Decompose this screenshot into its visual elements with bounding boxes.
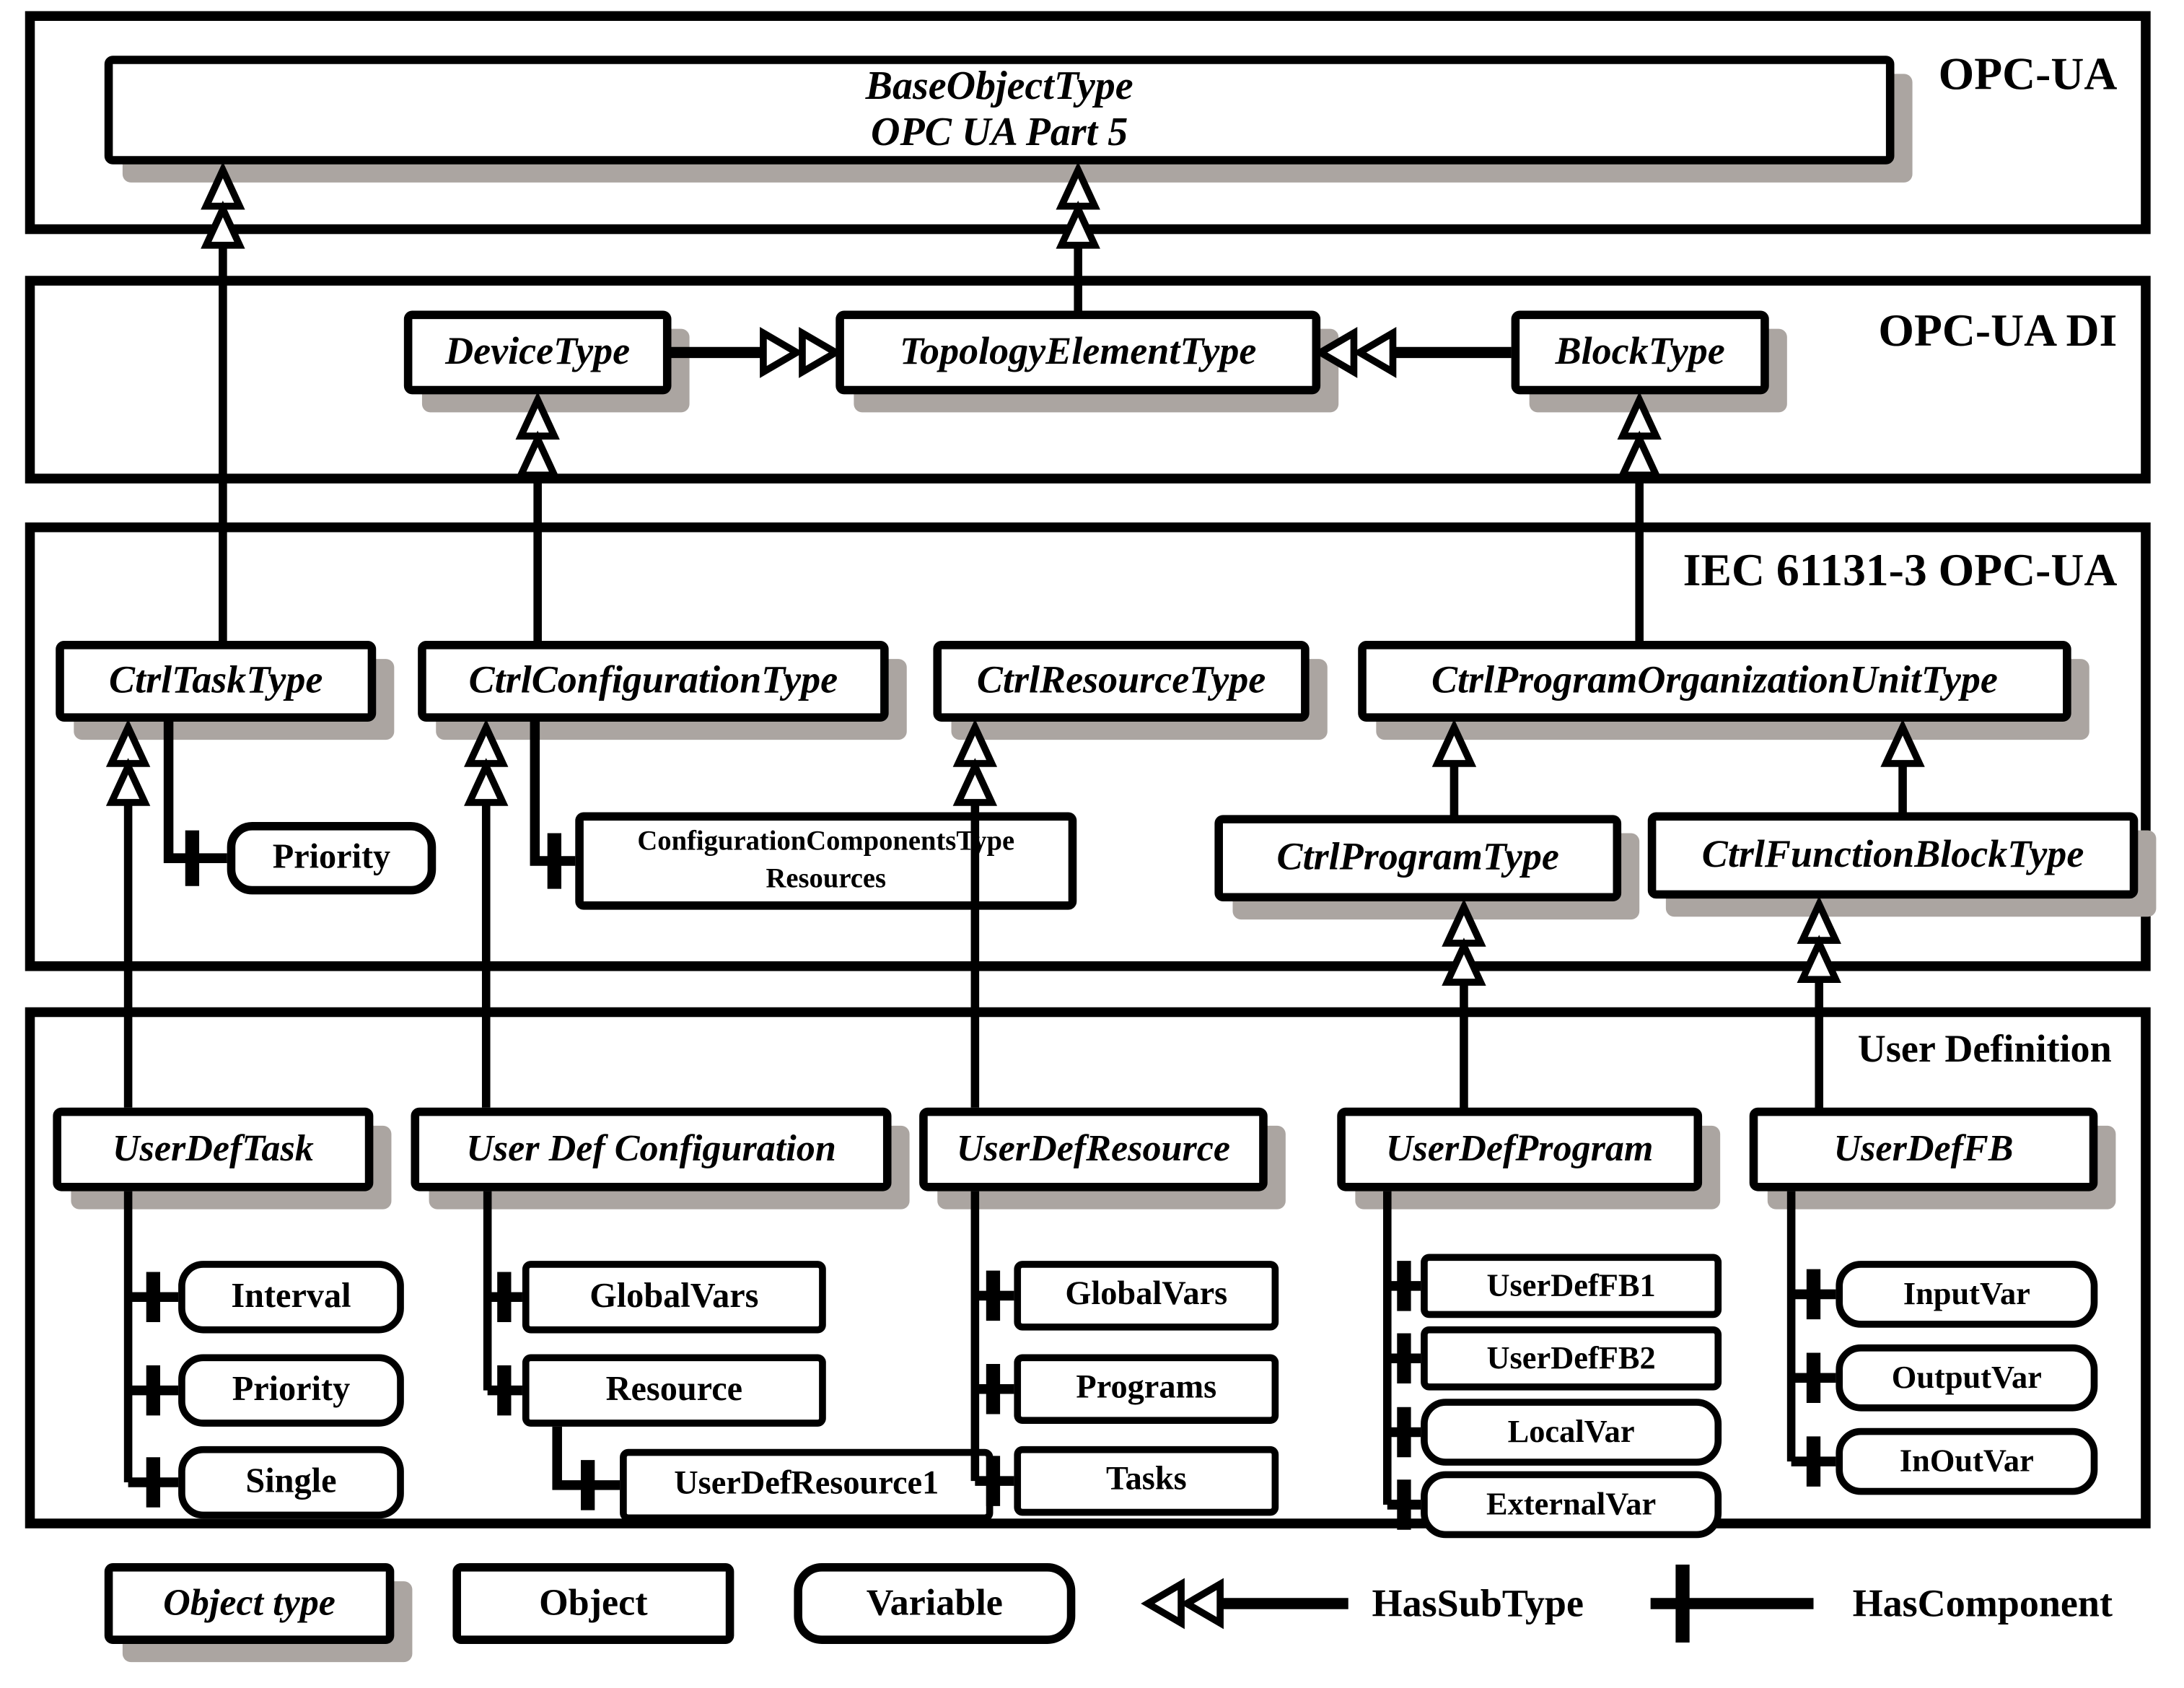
- node-resource-tasks: Tasks: [1014, 1446, 1279, 1516]
- node-interval: Interval: [178, 1261, 404, 1334]
- node-label: InOutVar: [1899, 1443, 2034, 1478]
- legend-has-subtype-label: HasSubType: [1372, 1583, 1584, 1626]
- node-task-priority: Priority: [178, 1354, 404, 1427]
- node-user-def-configuration: User Def Configuration: [411, 1107, 892, 1191]
- node-user-def-task: UserDefTask: [53, 1107, 374, 1191]
- node-single: Single: [178, 1446, 404, 1519]
- node-label: Interval: [231, 1277, 351, 1315]
- node-label: ConfigurationComponentsType: [637, 826, 1015, 857]
- legend-label: Object: [539, 1582, 648, 1624]
- node-label: UserDefFB1: [1486, 1267, 1656, 1303]
- node-resource-global-vars: GlobalVars: [1014, 1261, 1279, 1331]
- legend-variable-box: Variable: [794, 1563, 1076, 1644]
- node-user-def-fb1: UserDefFB1: [1421, 1254, 1722, 1319]
- section-label-opcua-di: OPC-UA DI: [1878, 306, 2118, 357]
- node-label: UserDefTask: [112, 1127, 314, 1170]
- node-label: User Def Configuration: [466, 1127, 836, 1170]
- node-label: UserDefFB2: [1486, 1339, 1656, 1375]
- node-label: BlockType: [1555, 330, 1725, 374]
- node-label: GlobalVars: [1065, 1276, 1228, 1313]
- node-topology-element-type: TopologyElementType: [836, 310, 1321, 395]
- node-label: DeviceType: [445, 330, 631, 374]
- node-label: InputVar: [1903, 1275, 2030, 1311]
- node-label: CtrlFunctionBlockType: [1701, 833, 2084, 877]
- node-label: Priority: [232, 1370, 351, 1409]
- node-input-var: InputVar: [1836, 1261, 2098, 1328]
- section-label-opcua: OPC-UA: [1938, 50, 2118, 100]
- node-label: CtrlProgramType: [1276, 836, 1559, 879]
- node-label: BaseObjectType: [865, 64, 1133, 108]
- node-ctrl-task-type: CtrlTaskType: [56, 641, 377, 722]
- legend-hassubtype-arrow-icon: [1141, 1578, 1348, 1630]
- node-label: GlobalVars: [589, 1277, 759, 1315]
- node-label: UserDefFB: [1833, 1127, 2014, 1170]
- legend-label: Object type: [163, 1582, 336, 1624]
- node-label: Priority: [272, 838, 391, 876]
- node-user-def-fb: UserDefFB: [1749, 1107, 2098, 1191]
- node-label: CtrlResourceType: [976, 658, 1266, 702]
- node-external-var: ExternalVar: [1421, 1471, 1722, 1539]
- node-label: Resource: [605, 1370, 743, 1409]
- node-label: Single: [245, 1462, 337, 1500]
- node-label: UserDefResource1: [674, 1466, 939, 1503]
- node-label: CtrlConfigurationType: [468, 658, 838, 702]
- legend-has-component-label: HasComponent: [1852, 1583, 2113, 1626]
- node-label: Programs: [1076, 1370, 1217, 1407]
- node-block-type: BlockType: [1511, 310, 1769, 395]
- legend-object-box: Object: [452, 1563, 734, 1644]
- section-label-iec: IEC 61131-3 OPC-UA: [1683, 546, 2118, 597]
- node-user-def-program: UserDefProgram: [1337, 1107, 1703, 1191]
- node-ctrl-program-type: CtrlProgramType: [1214, 815, 1622, 902]
- legend-label: Variable: [866, 1582, 1003, 1624]
- legend-object-type-box: Object type: [104, 1563, 395, 1644]
- node-ctrl-program-organization-unit-type: CtrlProgramOrganizationUnitType: [1358, 641, 2071, 722]
- node-label: ExternalVar: [1486, 1486, 1657, 1521]
- node-base-object-type: BaseObjectType OPC UA Part 5: [104, 56, 1895, 165]
- node-local-var: LocalVar: [1421, 1399, 1722, 1466]
- node-resource-programs: Programs: [1014, 1354, 1279, 1424]
- node-device-type: DeviceType: [403, 310, 672, 395]
- node-ctrl-configuration-type: CtrlConfigurationType: [418, 641, 889, 722]
- node-user-def-fb2: UserDefFB2: [1421, 1326, 1722, 1391]
- node-output-var: OutputVar: [1836, 1344, 2098, 1412]
- node-label: UserDefResource: [956, 1127, 1231, 1170]
- node-priority-variable: Priority: [227, 821, 437, 895]
- node-label: LocalVar: [1507, 1414, 1635, 1449]
- node-ctrl-resource-type: CtrlResourceType: [933, 641, 1310, 722]
- legend-hascomponent-icon: [1650, 1564, 1814, 1643]
- node-label: CtrlProgramOrganizationUnitType: [1431, 658, 1998, 702]
- node-label: Resources: [766, 863, 887, 895]
- node-config-global-vars: GlobalVars: [522, 1261, 826, 1334]
- node-configuration-components-type: ConfigurationComponentsType Resources: [575, 812, 1077, 910]
- node-label: OutputVar: [1891, 1359, 2042, 1395]
- node-label: Tasks: [1105, 1461, 1187, 1498]
- node-user-def-resource1: UserDefResource1: [620, 1448, 994, 1522]
- node-config-resource: Resource: [522, 1354, 826, 1427]
- node-in-out-var: InOutVar: [1836, 1427, 2098, 1495]
- node-label: CtrlTaskType: [109, 658, 323, 702]
- node-user-def-resource: UserDefResource: [919, 1107, 1268, 1191]
- node-label: TopologyElementType: [899, 330, 1257, 374]
- section-iec-61131-3-opcua: [25, 522, 2151, 971]
- node-ctrl-function-block-type: CtrlFunctionBlockType: [1647, 812, 2139, 899]
- section-label-user-definition: User Definition: [1857, 1028, 2112, 1072]
- node-label: OPC UA Part 5: [871, 110, 1128, 155]
- node-label: UserDefProgram: [1385, 1127, 1654, 1170]
